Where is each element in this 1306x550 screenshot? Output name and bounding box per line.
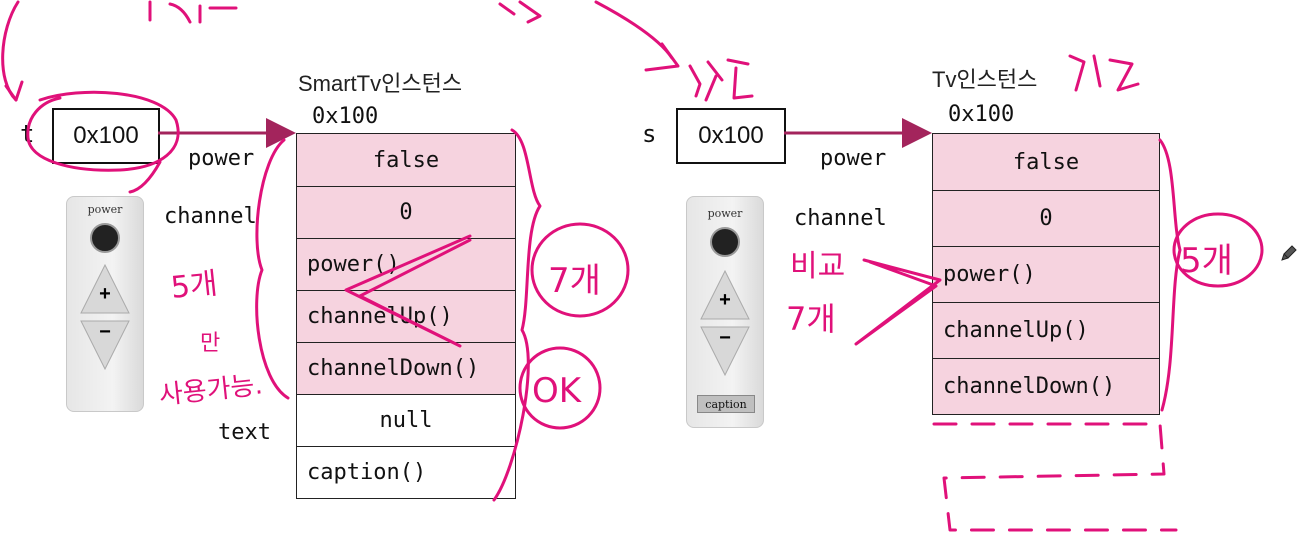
left-cell-power-value: false	[297, 134, 515, 186]
ink-right-note-2: 7개	[786, 300, 836, 338]
right-remote-minus: −	[719, 327, 731, 349]
right-ref-value-box: 0x100	[676, 108, 786, 164]
right-remote-caption-button: caption	[697, 395, 755, 413]
ink-left-zigzag	[344, 234, 472, 348]
left-ref-value-box: 0x100	[52, 108, 160, 164]
ink-right-count: 5개	[1180, 241, 1233, 281]
left-remote-power-icon	[90, 223, 120, 253]
left-cell-text-value: null	[297, 394, 515, 446]
right-remote-power-label: power	[707, 207, 743, 220]
ink-right-word-1	[688, 58, 754, 102]
right-remote-plus: +	[719, 289, 731, 311]
ink-left-note-3: 사용가능.	[158, 370, 265, 411]
left-remote-down-icon	[80, 320, 130, 371]
right-ref-variable: s	[642, 120, 657, 148]
left-cell-caption-method: caption()	[297, 446, 515, 498]
ink-left-ok-circle	[518, 346, 602, 430]
right-remote: power + − caption	[686, 196, 764, 428]
right-remote-down-icon	[700, 326, 750, 377]
ink-left-count-circle	[530, 222, 630, 318]
left-remote-channel-buttons	[80, 263, 130, 371]
left-cell-channel-value: 0	[297, 186, 515, 238]
right-field-power: power	[820, 146, 887, 171]
pencil-cursor-icon	[1281, 245, 1297, 261]
left-remote-power-label: power	[87, 203, 123, 216]
left-ref-value: 0x100	[73, 122, 139, 149]
ink-left-right-brace	[492, 128, 542, 502]
left-remote-plus: +	[99, 283, 111, 305]
right-remote-channel-buttons	[700, 269, 750, 377]
right-cell-power-method: power()	[933, 246, 1159, 302]
ink-right-note-1: 비교	[790, 249, 845, 284]
ink-left-count: 7개	[548, 261, 601, 301]
right-cell-channelup-method: channelUp()	[933, 302, 1159, 358]
ink-right-dashed-region	[932, 422, 1178, 532]
ink-left-note-2: 만	[200, 331, 220, 356]
ink-curve-to-remote	[128, 160, 162, 194]
right-instance-title: Tv인스턴스	[932, 67, 1038, 92]
right-remote-power-icon	[710, 227, 740, 257]
left-field-text: text	[218, 420, 271, 445]
right-ref-value: 0x100	[698, 122, 764, 149]
ink-left-ok: OK	[532, 371, 583, 411]
left-remote: power + −	[66, 196, 144, 412]
left-remote-minus: −	[99, 321, 111, 343]
ink-top-middle-curve	[594, 0, 674, 60]
ink-right-count-circle	[1172, 212, 1264, 288]
ink-top-middle-arrow	[644, 42, 680, 72]
left-field-channel: channel	[164, 204, 257, 229]
left-instance-title: SmartTv인스턴스	[298, 71, 463, 96]
right-remote-up-icon	[700, 269, 750, 320]
ink-left-bracket	[255, 138, 290, 400]
right-field-channel: channel	[794, 206, 887, 231]
left-cell-channeldown-method: channelDown()	[297, 342, 515, 394]
right-instance-address: 0x100	[948, 102, 1015, 127]
right-cell-channel-value: 0	[933, 190, 1159, 246]
ink-right-word-2	[1068, 54, 1140, 92]
ink-right-zigzag	[854, 258, 942, 346]
right-memory-block: false 0 power() channelUp() channelDown(…	[932, 133, 1160, 415]
left-cell-channelup-method: channelUp()	[297, 290, 515, 342]
ink-circle-left-ref	[26, 90, 180, 172]
ink-top-left-arrow	[4, 80, 24, 102]
ink-left-note-1: 5개	[169, 266, 219, 306]
right-cell-channeldown-method: channelDown()	[933, 358, 1159, 414]
right-cell-power-value: false	[933, 134, 1159, 190]
ink-top-left-word	[148, 0, 238, 24]
left-remote-up-icon	[80, 263, 130, 314]
left-instance-address: 0x100	[312, 104, 379, 129]
ink-right-brace	[1158, 138, 1182, 412]
left-field-power: power	[188, 146, 255, 171]
ink-top-middle-word	[498, 0, 542, 24]
